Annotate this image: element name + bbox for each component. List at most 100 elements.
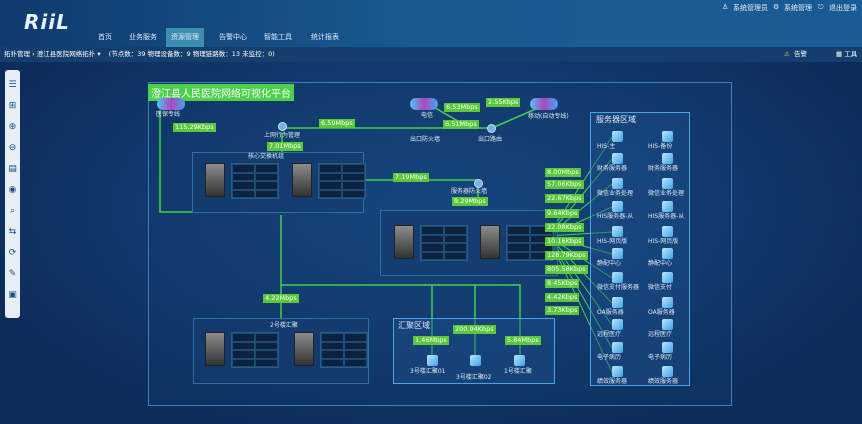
server-right-label: 静配中心 [648,260,673,267]
toolbar-tool-icon[interactable]: ▣ [8,290,17,300]
nav-tools[interactable]: 智能工具 [264,33,292,41]
switch-icon-agg-a[interactable] [427,355,438,366]
switch-chassis-icon[interactable] [292,163,312,197]
server-icon[interactable] [662,248,673,259]
port-grid [231,163,279,199]
server-icon[interactable] [662,153,673,164]
server-icon[interactable] [612,272,623,283]
port-cell [507,226,530,235]
rate-exit: 6.51Mbps [443,120,479,129]
node-router-label[interactable]: 出口路由 [478,136,503,143]
port-cell [444,226,467,235]
node-behavior-label: 上网行为管理 [264,132,301,139]
toolbar-tool-icon[interactable]: ⊕ [8,122,17,132]
switch-icon-agg-c[interactable] [514,355,525,366]
switch-chassis-icon[interactable] [205,332,225,366]
logout-link[interactable]: 退出登录 [829,4,857,12]
rate-agg-a: 1.46Mbps [413,336,449,345]
port-cell [344,333,367,342]
rate-core-up: 7.01Mbps [267,142,303,151]
server-icon[interactable] [662,366,673,377]
port-cell [421,243,444,252]
port-cell [321,358,344,367]
node-exit-fw-label[interactable]: 出口防火墙 [410,136,441,143]
server-icon[interactable] [662,201,673,212]
topology-select[interactable]: 澄江县医院网络拓扑 [36,50,96,58]
server-icon[interactable] [662,131,673,142]
switch-icon-agg-b[interactable] [470,355,481,366]
node-icon-behavior[interactable] [278,122,287,131]
port-cell [319,164,342,173]
toolbar-tool-icon[interactable]: ⟳ [8,248,17,258]
server-right-label: HIS-备份 [648,143,673,150]
node-dianxin-label[interactable]: 电信 [421,112,434,119]
server-icon[interactable] [662,226,673,237]
server-icon[interactable] [612,319,623,330]
server-icon[interactable] [662,178,673,189]
toolbar-tool-icon[interactable]: ⊖ [8,143,17,153]
server-icon[interactable] [662,342,673,353]
breadcrumb-root[interactable]: 拓扑管理 [4,50,30,58]
tools-button[interactable]: ▦ 工具 [836,50,858,58]
toolbar-tool-icon[interactable]: ⌕ [9,206,16,216]
server-right-label: 远程医疗 [648,331,673,338]
cloud-icon-yidong [530,98,558,110]
nav-home[interactable]: 首页 [98,33,112,41]
server-icon[interactable] [612,131,623,142]
nav-business[interactable]: 业务服务 [129,33,157,41]
node-yidong-label[interactable]: 移动(自动专线) [528,113,569,120]
user-link[interactable]: 系统管理员 [733,4,768,12]
chevron-down-icon[interactable]: ▾ [97,50,103,58]
rate-yidong: 2.55Kbps [486,98,521,107]
toolbar-tool-icon[interactable]: ☰ [8,80,17,90]
link-yibao [159,110,192,213]
server-link-rate: 4.42Kbps [545,293,580,302]
server-icon[interactable] [612,248,623,259]
port-cell [255,172,278,181]
link-agg-main [280,215,521,355]
node-icon-server-fw[interactable] [474,179,483,188]
toolbar-tool-icon[interactable]: ✎ [8,269,17,279]
server-left-label: 财务服务器 [597,165,628,172]
alarm-button[interactable]: 告警 [794,50,807,58]
switch-chassis-icon[interactable] [480,225,500,259]
logo: RiiL [24,10,70,34]
agg2-label: 2号楼汇聚 [270,322,298,329]
server-link [547,231,613,237]
server-right-label: 微信支付 [648,284,673,291]
switch-chassis-icon[interactable] [205,163,225,197]
rate-core-sfw: 7.19Mbps [393,173,429,182]
nav-alarms[interactable]: 告警中心 [219,33,247,41]
server-icon[interactable] [612,366,623,377]
toolbar-tool-icon[interactable]: ▤ [8,164,17,174]
port-cell [344,341,367,350]
server-icon[interactable] [612,297,623,308]
server-icon[interactable] [662,272,673,283]
toolbar-tool-icon[interactable]: ⇆ [8,227,17,237]
nav-resources[interactable]: 资源管理 [166,28,204,47]
server-icon[interactable] [612,342,623,353]
port-cell [342,172,365,181]
server-icon[interactable] [612,226,623,237]
port-cell [232,181,255,190]
settings-link[interactable]: 系统管理 [784,4,812,12]
rate-agg2: 4.22Mbps [263,294,299,303]
server-right-label: HIS-网页版 [648,238,679,245]
switch-chassis-icon[interactable] [294,332,314,366]
user-icon: ♙ [722,3,729,11]
server-icon[interactable] [662,319,673,330]
node-icon-router[interactable] [487,124,496,133]
server-icon[interactable] [612,153,623,164]
server-icon[interactable] [612,178,623,189]
server-left-label: 远程医疗 [597,331,622,338]
node-yibao-label[interactable]: 医保专线 [156,111,181,118]
link-exit [429,104,546,129]
toolbar-tool-icon[interactable]: ◉ [8,185,17,195]
toolbar-tool-icon[interactable]: ⊞ [8,101,17,111]
port-cell [232,189,255,198]
switch-chassis-icon[interactable] [394,225,414,259]
server-icon[interactable] [612,201,623,212]
server-icon[interactable] [662,297,673,308]
nav-reports[interactable]: 统计报表 [311,33,339,41]
server-right-label: HIS服务器-从 [648,213,685,220]
